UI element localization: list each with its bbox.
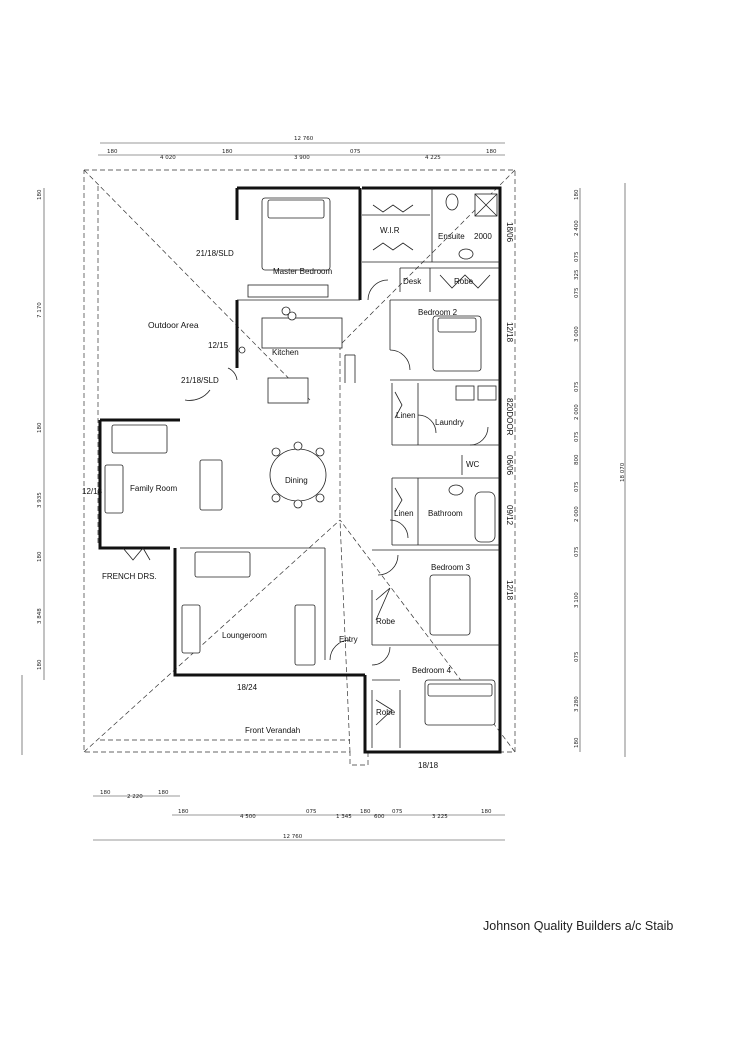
dim-top-4: 075 xyxy=(350,149,361,155)
room-entry: Entry xyxy=(339,635,358,644)
dim-top-5: 4 225 xyxy=(425,155,441,161)
dim-bottom-left-1: 2 220 xyxy=(127,794,143,800)
dim-right-15: 3 280 xyxy=(574,696,580,712)
dim-top-0: 180 xyxy=(107,149,118,155)
internal-walls xyxy=(180,188,500,748)
room-robe-mid: Robe xyxy=(376,617,396,626)
dimension-text: 12 760 180 4 020 180 3 900 075 4 225 180… xyxy=(37,136,626,840)
dim-bottom-1: 4 500 xyxy=(240,814,256,820)
dim-top-total: 12 760 xyxy=(294,136,314,142)
code-bed2-window: 12/18 xyxy=(505,322,514,343)
code-kitchen-window: 12/15 xyxy=(208,341,229,350)
dim-right-12: 075 xyxy=(574,546,580,557)
code-master-sld: 21/18/SLD xyxy=(196,249,234,258)
dim-right-1: 2 400 xyxy=(574,220,580,236)
dim-bottom-left-0: 180 xyxy=(100,790,111,796)
roof-outline xyxy=(83,169,516,766)
dim-right-0: 180 xyxy=(574,189,580,200)
dim-left-4: 180 xyxy=(37,551,43,562)
code-lounge-window: 18/24 xyxy=(237,683,258,692)
room-desk: Desk xyxy=(403,277,422,286)
code-ensuite-window: 18/06 xyxy=(505,222,514,243)
dim-bottom-total: 12 760 xyxy=(283,834,303,840)
dim-top-2: 180 xyxy=(222,149,233,155)
code-family-window: 12/18 xyxy=(82,487,103,496)
room-outdoor-area: Outdoor Area xyxy=(148,320,199,330)
code-outdoor-sld: 21/18/SLD xyxy=(181,376,219,385)
code-wc-window: 06/06 xyxy=(505,455,514,476)
room-bathroom: Bathroom xyxy=(428,509,463,518)
dim-right-16: 180 xyxy=(574,737,580,748)
dimension-lines xyxy=(21,142,626,841)
dim-right-9: 800 xyxy=(574,454,580,465)
dim-right-total: 18 070 xyxy=(620,462,626,482)
room-wc: WC xyxy=(466,460,480,469)
label-french-doors: FRENCH DRS. xyxy=(102,572,157,581)
dim-left-6: 180 xyxy=(37,659,43,670)
code-laundry-door: 820DOOR xyxy=(505,398,514,436)
doors xyxy=(122,204,491,726)
room-wir: W.I.R xyxy=(380,226,400,235)
dim-top-6: 180 xyxy=(486,149,497,155)
room-dining: Dining xyxy=(285,476,308,485)
room-linen-2: Linen xyxy=(394,509,414,518)
dim-left-3: 3 935 xyxy=(37,492,43,508)
dim-left-0: 180 xyxy=(37,189,43,200)
dim-left-5: 3 848 xyxy=(37,608,43,624)
room-linen-1: Linen xyxy=(396,411,416,420)
dim-right-14: 075 xyxy=(574,651,580,662)
dim-bottom-4: 180 xyxy=(360,809,371,815)
room-labels: Master Bedroom W.I.R Ensuite 2000 Desk R… xyxy=(102,226,492,735)
dim-bottom-7: 3 225 xyxy=(432,814,448,820)
dim-bottom-3: 1 345 xyxy=(336,814,352,820)
dim-left-2: 180 xyxy=(37,422,43,433)
dim-bottom-left-2: 180 xyxy=(158,790,169,796)
dim-right-6: 075 xyxy=(574,381,580,392)
room-bedroom-3: Bedroom 3 xyxy=(431,563,471,572)
dim-bottom-0: 180 xyxy=(178,809,189,815)
furniture xyxy=(104,193,498,726)
dim-bottom-5: 600 xyxy=(374,814,385,820)
room-ensuite: Ensuite xyxy=(438,232,465,241)
dim-right-11: 2 000 xyxy=(574,506,580,522)
dim-right-3: 325 xyxy=(574,269,580,280)
dim-right-5: 3 000 xyxy=(574,326,580,342)
dim-top-1: 4 020 xyxy=(160,155,176,161)
room-front-verandah: Front Verandah xyxy=(245,726,300,735)
window-codes: 21/18/SLD 12/15 21/18/SLD 12/18 18/24 18… xyxy=(82,222,514,770)
dim-right-2: 075 xyxy=(574,251,580,262)
room-master-bedroom: Master Bedroom xyxy=(273,267,332,276)
room-laundry: Laundry xyxy=(435,418,464,427)
room-robe-low: Robe xyxy=(376,708,396,717)
room-bedroom-2: Bedroom 2 xyxy=(418,308,458,317)
room-robe-top: Robe xyxy=(454,277,474,286)
dim-right-4: 075 xyxy=(574,287,580,298)
dim-top-3: 3 900 xyxy=(294,155,310,161)
dim-right-13: 3 100 xyxy=(574,592,580,608)
builder-credit: Johnson Quality Builders a/c Staib xyxy=(483,919,674,933)
dim-right-7: 2 000 xyxy=(574,404,580,420)
dim-right-10: 075 xyxy=(574,481,580,492)
ensuite-size: 2000 xyxy=(474,232,492,241)
dim-bottom-2: 075 xyxy=(306,809,317,815)
room-loungeroom: Loungeroom xyxy=(222,631,267,640)
external-walls xyxy=(98,186,502,754)
dim-bottom-8: 180 xyxy=(481,809,492,815)
room-kitchen: Kitchen xyxy=(272,348,299,357)
code-bath-window: 09/12 xyxy=(505,505,514,526)
dim-left-1: 7 170 xyxy=(37,302,43,318)
dim-bottom-6: 075 xyxy=(392,809,403,815)
code-bed4-window: 18/18 xyxy=(418,761,439,770)
dim-right-8: 075 xyxy=(574,431,580,442)
room-family-room: Family Room xyxy=(130,484,177,493)
room-bedroom-4: Bedroom 4 xyxy=(412,666,452,675)
code-bed3-window: 12/18 xyxy=(505,580,514,601)
